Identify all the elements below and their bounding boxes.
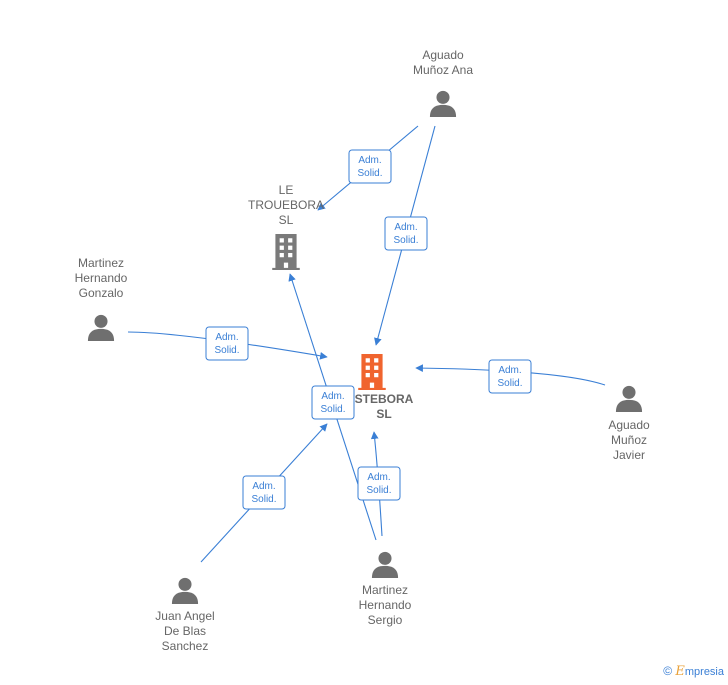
edge-label-2[interactable]: Adm. Solid. bbox=[384, 216, 428, 251]
edge-label-text: Solid. bbox=[497, 378, 522, 389]
node-label-line: Martinez bbox=[78, 256, 124, 270]
node-label-line: LE bbox=[279, 183, 294, 197]
edge-labels-layer: Adm. Solid. Adm. Solid. Adm. Solid. Adm. Solid.… bbox=[205, 149, 532, 510]
edge-label-1[interactable]: Adm. Solid. bbox=[348, 149, 392, 184]
edge-label-6[interactable]: Adm. Solid. bbox=[242, 475, 286, 510]
person-icon bbox=[87, 314, 115, 341]
edge-label-box bbox=[311, 385, 355, 420]
edge-martinez_gonzalo-to-stebora bbox=[127, 331, 328, 360]
edge-label-box bbox=[488, 359, 532, 394]
node-label-line: Gonzalo bbox=[79, 286, 124, 300]
node-label-line: STEBORA bbox=[355, 392, 414, 406]
edge-label-box bbox=[205, 326, 249, 361]
node-label-line: Aguado bbox=[422, 48, 464, 62]
edge-label-text: Adm. bbox=[215, 332, 238, 343]
footer-brand: © Empresia bbox=[663, 664, 724, 679]
building-icon bbox=[358, 354, 386, 390]
node-label-line: Martinez bbox=[362, 583, 408, 597]
edge-label-3[interactable]: Adm. Solid. bbox=[205, 326, 249, 361]
person-icon bbox=[371, 551, 399, 578]
person-icon bbox=[615, 385, 643, 412]
edge-aguado_javier-to-stebora bbox=[415, 364, 606, 386]
node-label-line: Juan Angel bbox=[155, 609, 214, 623]
edge-label-4[interactable]: Adm. Solid. bbox=[488, 359, 532, 394]
edge-label-text: Adm. bbox=[321, 391, 344, 402]
edge-label-text: Solid. bbox=[214, 345, 239, 356]
edge-label-text: Adm. bbox=[394, 222, 417, 233]
node-label-line: TROUEBORA bbox=[248, 198, 324, 212]
node-label-line: Hernando bbox=[75, 271, 128, 285]
brand-initial: E bbox=[675, 664, 685, 679]
edge-label-box bbox=[384, 216, 428, 251]
edge-label-text: Solid. bbox=[251, 494, 276, 505]
node-label-line: Aguado bbox=[608, 418, 650, 432]
node-label-line: Javier bbox=[613, 448, 645, 462]
edge-label-5[interactable]: Adm. Solid. bbox=[311, 385, 355, 420]
brand-name: mpresia bbox=[684, 666, 724, 678]
node-label-line: De Blas bbox=[164, 624, 206, 638]
edge-label-box bbox=[242, 475, 286, 510]
building-icon bbox=[272, 234, 300, 270]
node-label-line: Muñoz Ana bbox=[413, 63, 473, 77]
edge-label-text: Adm. bbox=[252, 481, 275, 492]
edge-label-text: Adm. bbox=[498, 365, 521, 376]
node-label-line: Muñoz bbox=[611, 433, 647, 447]
edge-label-box bbox=[348, 149, 392, 184]
edge-label-text: Solid. bbox=[366, 485, 391, 496]
edge-label-text: Adm. bbox=[358, 155, 381, 166]
node-label-line: Sanchez bbox=[162, 639, 209, 653]
person-icon bbox=[429, 90, 457, 117]
person-icon bbox=[171, 577, 199, 604]
edge-label-text: Solid. bbox=[357, 168, 382, 179]
edge-label-text: Solid. bbox=[320, 404, 345, 415]
copyright-symbol: © bbox=[663, 664, 673, 678]
node-label-line: Hernando bbox=[359, 598, 412, 612]
edge-label-text: Solid. bbox=[393, 235, 418, 246]
node-label-line: SL bbox=[279, 213, 294, 227]
edge-label-7[interactable]: Adm. Solid. bbox=[357, 466, 401, 501]
edge-label-box bbox=[357, 466, 401, 501]
edge-label-text: Adm. bbox=[367, 472, 390, 483]
node-label-line: SL bbox=[376, 407, 391, 421]
node-label-line: Sergio bbox=[368, 613, 403, 627]
